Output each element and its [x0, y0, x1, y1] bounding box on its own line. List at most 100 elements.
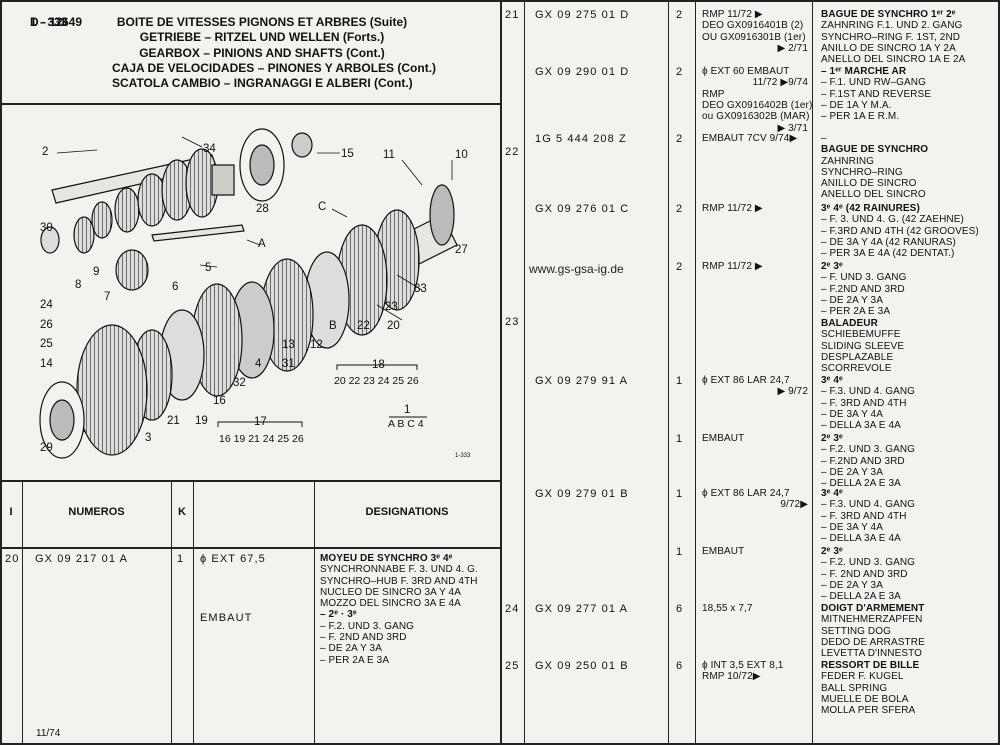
part-label: 33	[414, 283, 427, 295]
part-label: 2	[42, 146, 49, 158]
designation-line: – F.2ND AND 3RD	[821, 283, 905, 295]
designation-line: – F. 3RD AND 4TH	[821, 510, 907, 522]
part-number: GX 09 277 01 A	[535, 603, 629, 615]
designation-line: – DE 1A Y M.A.	[821, 99, 892, 111]
spec-text: ▶ 9/72	[777, 386, 808, 398]
designation-line: – DELLA 3A E 4A	[821, 420, 901, 432]
designation-line: SCORREVOLE	[821, 363, 892, 375]
spec-text: ϕ EXT 60 EMBAUT	[702, 66, 790, 77]
col-header-k: K	[178, 506, 186, 518]
designation-line: – PER 2A E 3A	[821, 306, 891, 318]
designation-line: 3ᵉ 4ᵉ (42 RAINURES)	[821, 203, 920, 214]
header-code: 1 - 333	[30, 15, 68, 29]
designation-line: – DE 3A Y 4A (42 RANURAS)	[821, 236, 956, 248]
designation-line: DOIGT D'ARMEMENT	[821, 603, 925, 614]
part-label: 29	[40, 442, 53, 454]
quantity: 6	[676, 603, 684, 615]
part-label: 25	[40, 338, 53, 350]
spec-text: ϕ EXT 86 LAR 24,7	[702, 488, 790, 499]
part-label: 20	[387, 320, 400, 332]
spec-text: 9/72▶	[780, 499, 808, 511]
designation-line: – PER 2A E 3A	[320, 654, 390, 666]
designation-line: – F.3. UND 4. GANG	[821, 386, 916, 398]
row-index: 22	[505, 146, 520, 158]
designation-line: RESSORT DE BILLE	[821, 660, 920, 671]
part-label: 4	[255, 358, 262, 370]
part-label: 26	[40, 319, 53, 331]
designation-block: 2ᵉ 3ᵉ– F.2. UND 3. GANG– F.2ND AND 3RD– …	[821, 433, 915, 489]
part-number: GX 09 250 01 B	[535, 660, 629, 672]
designation-title: MOYEU DE SYNCHRO 3ᵉ 4ᵉ	[320, 553, 453, 564]
designation-line: – DE 2A Y 3A	[821, 466, 883, 478]
designation-line: – F.2. UND 3. GANG	[821, 444, 916, 456]
designation-line: – F.2ND AND 3RD	[821, 455, 905, 467]
header-code: D - 12	[30, 15, 63, 29]
designation-block: 2ᵉ 3ᵉ– F. UND 3. GANG– F.2ND AND 3RD– DE…	[821, 261, 907, 317]
designation-line: SYNCHRONNABE F. 3. UND 4. G.	[320, 564, 478, 576]
designation-line: – F. 2ND AND 3RD	[821, 568, 908, 580]
spec-text: ϕ EXT 86 LAR 24,7	[702, 375, 790, 386]
spec-text: EMBAUT	[200, 612, 253, 624]
designation-line: – 1ᵉʳ MARCHE AR	[821, 66, 907, 77]
spec-text: RMP 10/72▶	[702, 671, 761, 683]
part-label: 5	[205, 262, 212, 274]
designation-line: 2ᵉ 3ᵉ	[821, 546, 843, 557]
part-label: 34	[203, 143, 216, 155]
part-label: 3	[145, 432, 152, 444]
header-title-fr: BOITE DE VITESSES PIGNONS ET ARBRES (Sui…	[116, 15, 408, 29]
spec-text: RMP 11/72 ▶	[702, 203, 763, 214]
designation-line: NUCLEO DE SINCRO 3A Y 4A	[320, 586, 461, 598]
part-label: A	[258, 238, 266, 250]
part-label: 1	[404, 404, 411, 416]
quantity: 2	[676, 203, 684, 215]
part-label: 15	[341, 148, 354, 160]
designation-line: – F. 2ND AND 3RD	[320, 632, 407, 644]
spec-text: ▶ 3/71	[777, 122, 808, 134]
designation-line: SCHIEBEMUFFE	[821, 329, 901, 341]
part-label: 10	[455, 149, 468, 161]
row-index: 23	[505, 316, 520, 328]
part-label: 6	[172, 281, 179, 293]
designation-line: – F. 3. UND 4. G. (42 ZAEHNE)	[821, 214, 964, 226]
designation-line: – DE 2A Y 3A	[320, 643, 382, 655]
part-label: 30	[40, 222, 53, 234]
designation-line: – DE 3A Y 4A	[821, 408, 883, 420]
designation-line: MOLLA PER SFERA	[821, 705, 916, 717]
designation-line: BALADEUR	[821, 318, 878, 329]
designation-line: MITNEHMERZAPFEN	[821, 614, 923, 626]
designation-line: ZAHNRING	[821, 155, 875, 167]
row-index: 25	[505, 660, 520, 672]
group-18-parts: 20 22 23 24 25 26	[334, 375, 419, 387]
designation-block: 3ᵉ 4ᵉ (42 RAINURES)– F. 3. UND 4. G. (42…	[821, 203, 979, 259]
designation-line: 2ᵉ 3ᵉ	[821, 433, 843, 444]
header-title-es: CAJA DE VELOCIDADES – PINONES Y ARBOLES …	[112, 60, 437, 75]
designation-block: 2ᵉ 3ᵉ– F.2. UND 3. GANG– F. 2ND AND 3RD–…	[821, 546, 915, 602]
designation-line: 3ᵉ 4ᵉ	[821, 375, 843, 386]
part-label: 16	[213, 395, 226, 407]
quantity: 1	[676, 488, 684, 500]
row-index: 21	[505, 9, 520, 21]
watermark-text: www.gs-gsa-ig.de	[529, 262, 624, 276]
row-index: 20	[5, 553, 20, 565]
spec-text: EMBAUT	[702, 433, 745, 444]
col-header-index: I	[9, 506, 13, 518]
col-header-numeros: NUMEROS	[68, 506, 125, 518]
quantity: 1	[177, 553, 185, 565]
spec-text: EMBAUT 7CV 9/74▶	[702, 133, 798, 144]
designation-line: – DE 2A Y 3A	[821, 579, 883, 591]
part-number: 1G 5 444 208 Z	[535, 133, 627, 145]
designation-block: MOYEU DE SYNCHRO 3ᵉ 4ᵉ SYNCHRONNABE F. 3…	[320, 553, 478, 666]
footer-date: 11/74	[36, 728, 61, 739]
quantity: 2	[676, 9, 684, 21]
shaft-drawing	[39, 128, 458, 459]
designation-line: – F.3RD AND 4TH (42 GROOVES)	[821, 225, 979, 237]
designation-line: ZAHNRING F.1. UND 2. GANG	[821, 20, 963, 32]
part-label: 27	[455, 244, 468, 256]
header-title-block: BOITE DE VITESSES PIGNONS ET ARBRES (Sui…	[112, 15, 437, 91]
designation-block: – 1ᵉʳ MARCHE AR– F.1. UND RW–GANG– F.1ST…	[821, 66, 931, 122]
quantity: 1	[676, 546, 684, 558]
designation-line: 2ᵉ 3ᵉ	[821, 261, 843, 272]
designation-line: BAGUE DE SYNCHRO 1ᵉʳ 2ᵉ	[821, 9, 956, 20]
quantity: 1	[676, 433, 684, 445]
